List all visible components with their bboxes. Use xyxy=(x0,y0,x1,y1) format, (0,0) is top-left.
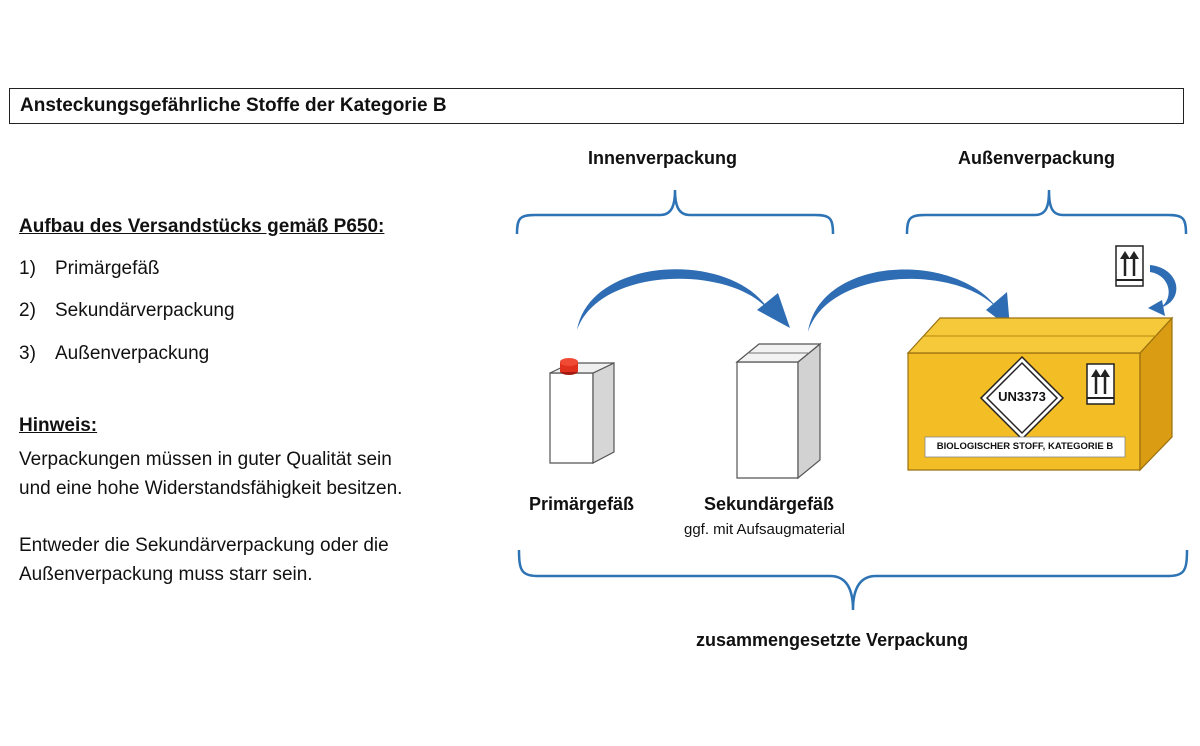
inner-bracket xyxy=(515,189,835,235)
list-item-number: 3) xyxy=(19,343,36,364)
structure-heading: Aufbau des Versandstücks gemäß P650: xyxy=(19,216,385,237)
page-title-text: Ansteckungsgefährliche Stoffe der Katego… xyxy=(20,95,447,116)
combined-bracket xyxy=(517,549,1189,611)
outer-bracket xyxy=(905,189,1188,235)
note-line: Verpackungen müssen in guter Qualität se… xyxy=(19,449,392,470)
list-item: 3) Außenverpackung xyxy=(19,343,209,365)
list-item-label: Außenverpackung xyxy=(55,343,210,364)
list-item: 2) Sekundärverpackung xyxy=(19,300,235,322)
list-item-number: 1) xyxy=(19,258,36,279)
primary-container-label: Primärgefäß xyxy=(529,494,635,514)
secondary-container-label: Sekundärgefäß xyxy=(704,494,835,514)
list-item-label: Primärgefäß xyxy=(55,258,160,279)
combined-packaging-label: zusammengesetzte Verpackung xyxy=(696,630,969,650)
bio-label-text: BIOLOGISCHER STOFF, KATEGORIE B xyxy=(936,441,1114,452)
secondary-container xyxy=(735,342,822,480)
list-item-number: 2) xyxy=(19,300,36,321)
note-line: Entweder die Sekundärverpackung oder die xyxy=(19,535,389,556)
arrow-primary-to-secondary xyxy=(577,269,790,330)
list-item: 1) Primärgefäß xyxy=(19,258,160,280)
note-line: Außenverpackung muss starr sein. xyxy=(19,564,313,585)
primary-container xyxy=(549,358,615,464)
inner-packaging-label: Innenverpackung xyxy=(588,148,738,168)
outer-packaging-label: Außenverpackung xyxy=(958,148,1116,168)
note-heading: Hinweis: xyxy=(19,415,98,436)
secondary-container-sublabel: ggf. mit Aufsaugmaterial xyxy=(684,521,845,538)
note-line: und eine hohe Widerstandsfähigkeit besit… xyxy=(19,478,403,499)
this-way-up-label xyxy=(1115,245,1144,287)
this-way-up-label-on-box xyxy=(1086,363,1115,405)
list-item-label: Sekundärverpackung xyxy=(55,300,235,321)
page-title: Ansteckungsgefährliche Stoffe der Katego… xyxy=(9,88,1184,124)
un-number-text: UN3373 xyxy=(998,389,1046,404)
arrow-label-to-box xyxy=(1148,265,1177,316)
un3373-diamond xyxy=(979,355,1065,441)
bio-label-strip xyxy=(924,436,1126,458)
